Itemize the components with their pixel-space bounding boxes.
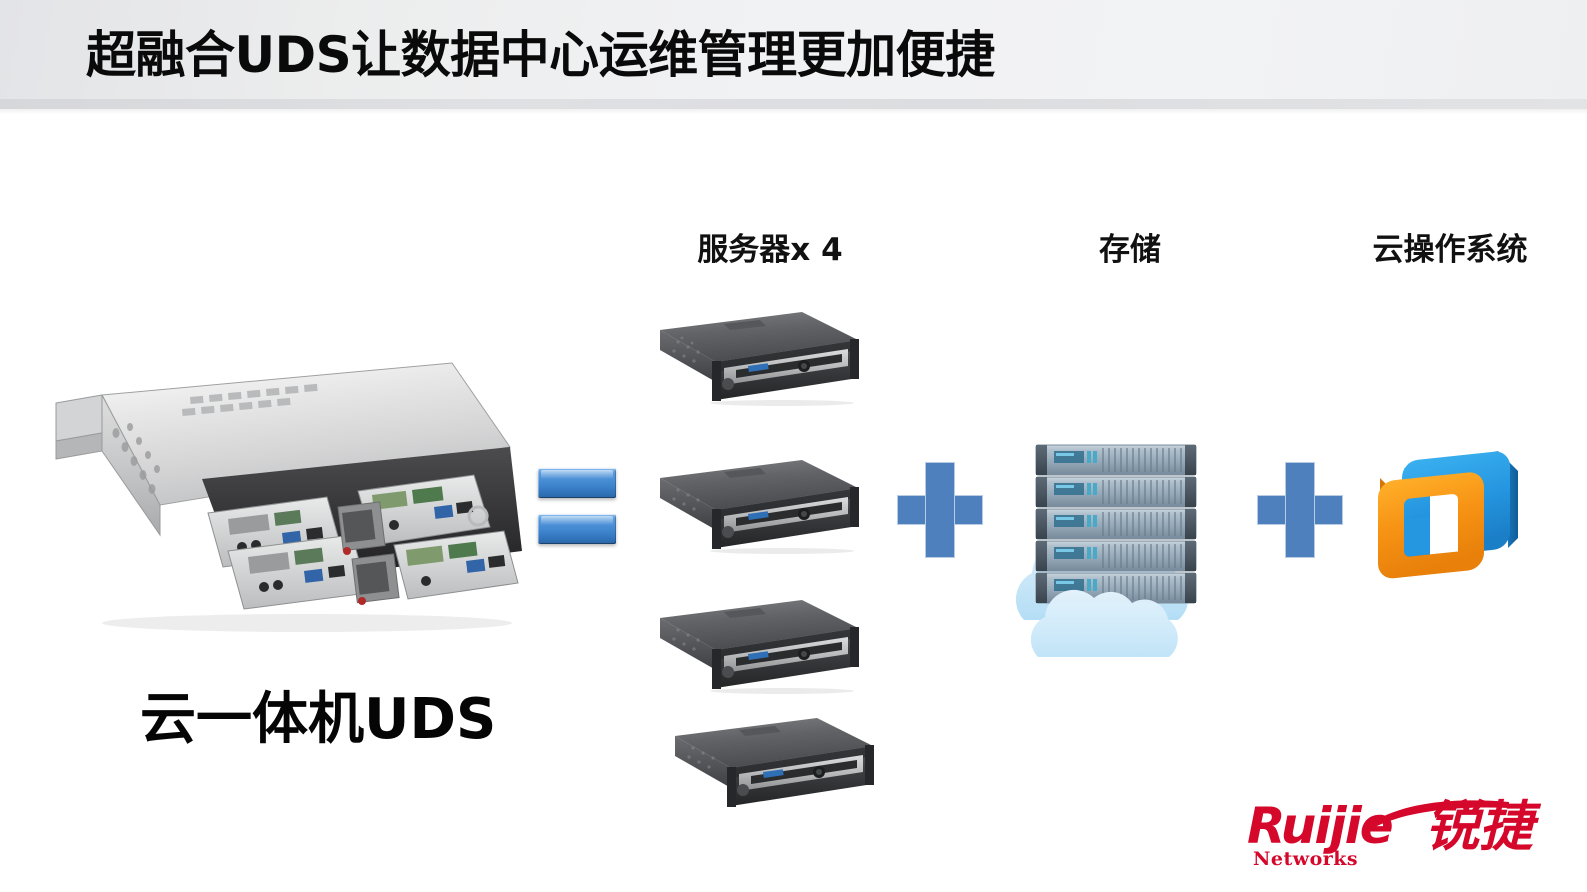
ruijie-tagline: Networks <box>1253 848 1359 870</box>
header-band <box>0 0 1587 99</box>
rack-server-icon <box>652 304 864 406</box>
ruijie-logo: Ruijie 锐捷 Networks <box>1243 795 1549 871</box>
equals-operator <box>538 468 616 544</box>
equals-bar-highlight <box>541 470 613 479</box>
heading-storage: 存储 <box>1099 232 1161 268</box>
plus-center <box>926 496 954 524</box>
equals-bar-highlight <box>541 516 613 525</box>
header-underline-soft <box>0 109 1587 114</box>
equals-bar-top <box>538 468 616 498</box>
heading-servers: 服务器x 4 <box>697 232 843 268</box>
equals-bar-bottom <box>538 514 616 544</box>
rack-server-icon <box>652 592 864 694</box>
rack-server-icon <box>652 452 864 554</box>
storage-array-icon <box>990 415 1240 665</box>
page-title: 超融合UDS让数据中心运维管理更加便捷 <box>86 26 995 84</box>
rack-server-icon <box>667 710 879 812</box>
plus-center <box>1286 496 1314 524</box>
plus-operator-1 <box>897 462 983 558</box>
heading-cloud-os: 云操作系统 <box>1372 232 1528 268</box>
server-chassis-icon <box>42 355 532 640</box>
cloud-icon-front <box>1030 589 1178 657</box>
ruijie-wordmark: Ruijie <box>1247 797 1394 855</box>
product-label: 云一体机UDS <box>140 687 497 752</box>
ruijie-wordmark-cn: 锐捷 <box>1425 795 1533 858</box>
header-underline <box>0 99 1587 109</box>
plus-operator-2 <box>1257 462 1343 558</box>
cloud-os-logo-icon <box>1358 428 1530 588</box>
